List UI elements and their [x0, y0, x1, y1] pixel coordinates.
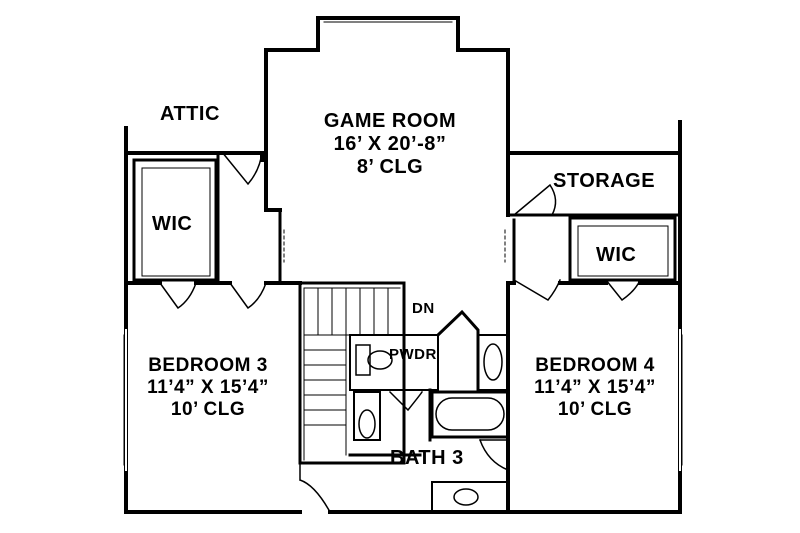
exterior-wall-left — [124, 126, 302, 514]
bath3-label: BATH 3 — [390, 447, 464, 469]
game-room-size: 16’ X 20’-8” — [333, 133, 447, 155]
bedroom3-size: 11’4” X 15’4” — [147, 376, 269, 398]
bedroom3-ceiling: 10’ CLG — [170, 398, 246, 420]
storage-label: STORAGE — [553, 170, 656, 192]
game-room-name: GAME ROOM — [323, 110, 457, 132]
game-room-label: GAME ROOM 16’ X 20’-8” 8’ CLG — [300, 110, 480, 179]
bedroom4-label: BEDROOM 4 11’4” X 15’4” 10’ CLG — [505, 355, 685, 421]
powder-room — [349, 334, 439, 391]
bedroom3-name: BEDROOM 3 — [148, 355, 268, 376]
wic-left-wall — [132, 158, 218, 282]
wic-right-wall — [568, 216, 677, 282]
bedroom4-ceiling: 10’ CLG — [557, 398, 633, 420]
powder-label: PWDR — [389, 346, 437, 363]
wic-left-label: WIC — [152, 213, 193, 235]
wic-right-label: WIC — [596, 244, 637, 266]
game-room-wall — [264, 16, 510, 217]
game-room-ceiling: 8’ CLG — [356, 156, 424, 178]
bedroom4-name: BEDROOM 4 — [535, 355, 655, 376]
attic-label: ATTIC — [160, 103, 220, 125]
bedroom4-size: 11’4” X 15’4” — [534, 376, 656, 398]
bedroom3-label: BEDROOM 3 11’4” X 15’4” 10’ CLG — [118, 355, 298, 421]
stair — [298, 281, 406, 465]
stair-dn-label: DN — [412, 300, 435, 317]
